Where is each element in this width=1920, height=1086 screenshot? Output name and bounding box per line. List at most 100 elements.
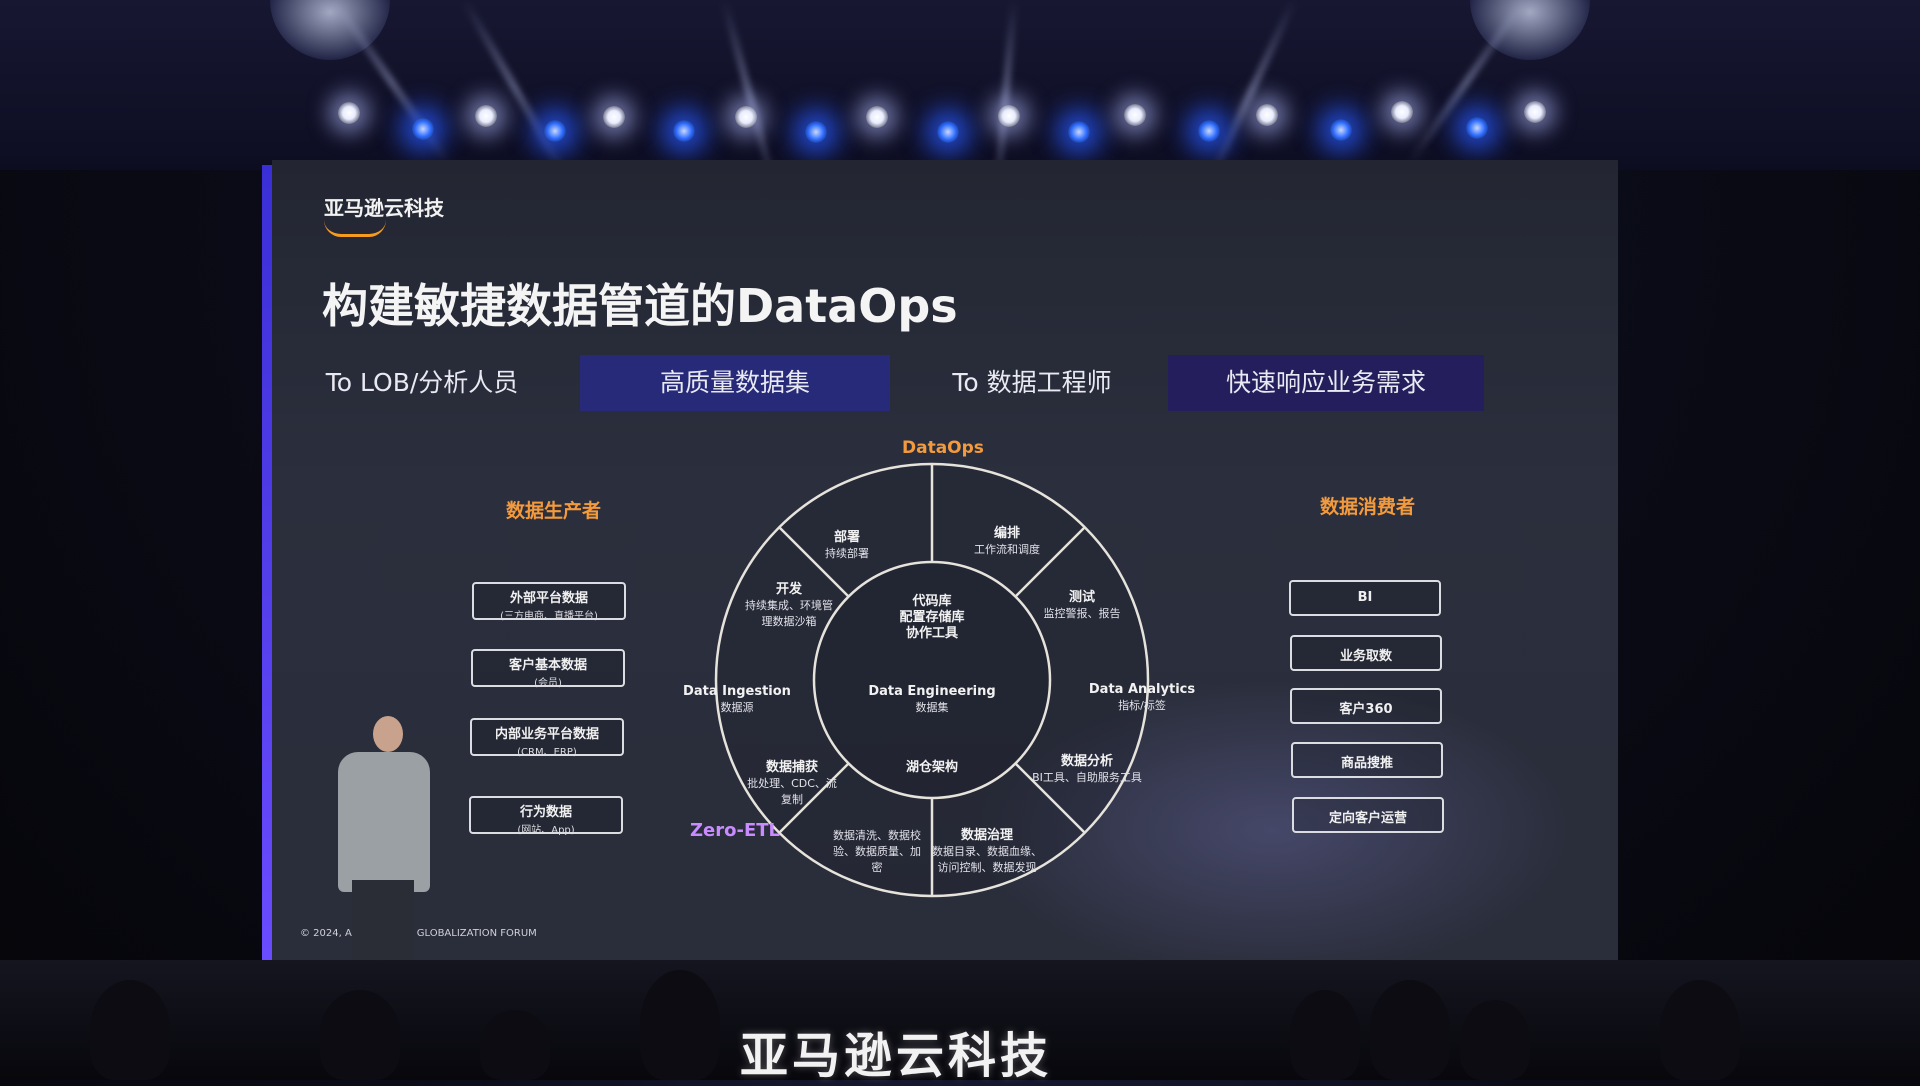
dataops-label: DataOps <box>902 438 984 458</box>
segment-title: Data Ingestion <box>683 684 791 699</box>
speaker-head <box>373 716 403 752</box>
segment-title: 数据分析 <box>1060 754 1113 769</box>
dataops-wheel <box>714 462 1150 898</box>
segment-test: 测试 监控警报、报告 <box>1042 590 1122 622</box>
spotlight <box>412 118 434 140</box>
spotlight <box>1198 120 1220 142</box>
screen-accent-bar <box>262 165 272 965</box>
consumer-business-fetch: 业务取数 <box>1290 635 1442 671</box>
segment-analytics: Data Analytics 指标/标签 <box>1082 682 1202 714</box>
producer-label: 内部业务平台数据 <box>494 727 599 742</box>
tab-data-engineers: To 数据工程师 <box>952 368 1112 397</box>
slide-logo: 亚马逊云科技 <box>324 196 444 220</box>
zero-etl-label: Zero-ETL <box>690 820 781 841</box>
tab-lob-analysts: To LOB/分析人员 <box>325 368 519 397</box>
consumer-customer-360: 客户360 <box>1290 688 1442 724</box>
core-line: 配置存储库 <box>899 610 965 625</box>
segment-title: 数据治理 <box>960 828 1013 843</box>
consumer-label: 业务取数 <box>1339 649 1392 664</box>
producer-label: 行为数据 <box>519 805 572 820</box>
core-title: Data Engineering <box>868 684 996 699</box>
segment-title: 编排 <box>993 526 1020 541</box>
spoke <box>779 762 850 833</box>
spotlight <box>1330 119 1352 141</box>
spotlight <box>805 121 827 143</box>
audience-member <box>1660 980 1740 1080</box>
producer-sub: (CRM、ERP) <box>517 747 577 758</box>
audience-member <box>640 970 720 1080</box>
segment-text: 数据清洗、数据校验、数据质量、加密 <box>833 829 921 874</box>
segment-capture: 数据捕获 批处理、CDC、流复制 <box>742 760 842 808</box>
spotlight <box>338 102 360 124</box>
audience-member <box>1460 1000 1530 1080</box>
audience-member <box>90 980 170 1080</box>
consumer-targeted-ops: 定向客户运营 <box>1292 797 1444 833</box>
audience-member <box>480 1010 550 1080</box>
tab-high-quality-datasets: 高质量数据集 <box>580 355 890 411</box>
producer-behavior: 行为数据 (网站、App) <box>469 796 623 836</box>
spotlight <box>475 105 497 127</box>
spotlight <box>544 120 566 142</box>
producer-sub: (网站、App) <box>517 825 575 836</box>
segment-title: 部署 <box>833 530 860 545</box>
core-top: 代码库 配置存储库 协作工具 <box>872 594 992 642</box>
core-line: 协作工具 <box>905 626 958 641</box>
spotlight <box>1256 104 1278 126</box>
segment-deploy: 部署 持续部署 <box>802 530 892 562</box>
spotlight <box>998 105 1020 127</box>
spotlight <box>603 106 625 128</box>
segment-title: Data Analytics <box>1088 682 1196 697</box>
segment-sub: 数据源 <box>720 701 754 714</box>
producers-title: 数据生产者 <box>506 500 602 522</box>
consumers-title: 数据消费者 <box>1320 496 1416 518</box>
spotlight <box>735 106 757 128</box>
segment-title: 开发 <box>775 582 802 597</box>
spotlight <box>673 120 695 142</box>
audience-member <box>1370 980 1450 1080</box>
segment-sub: 指标/标签 <box>1118 699 1166 712</box>
core-sub: 数据集 <box>915 701 949 714</box>
producer-label: 客户基本数据 <box>508 658 587 673</box>
slide-copyright: © 2024, A B SERVICES GLOBALIZATION FORUM <box>300 928 537 939</box>
producer-internal-business: 内部业务平台数据 (CRM、ERP) <box>470 718 624 758</box>
slide-title: 构建敏捷数据管道的DataOps <box>322 279 958 333</box>
producer-external-platform: 外部平台数据 (三方电商、直播平台) <box>472 582 626 622</box>
spoke <box>1014 527 1085 598</box>
consumer-bi: BI <box>1289 580 1441 616</box>
spotlight <box>937 121 959 143</box>
core-center: Data Engineering 数据集 <box>852 684 1012 716</box>
segment-title: 测试 <box>1068 590 1095 605</box>
producer-customer-basic: 客户基本数据 (会员) <box>471 649 625 689</box>
consumer-label: 定向客户运营 <box>1328 811 1407 826</box>
segment-sub: 监控警报、报告 <box>1043 607 1121 620</box>
core-bottom: 湖仓架构 <box>905 760 958 775</box>
presentation-slide: 亚马逊云科技 构建敏捷数据管道的DataOps To LOB/分析人员 高质量数… <box>272 160 1618 960</box>
stage-banner: 亚马逊云科技 <box>740 1028 1053 1084</box>
producer-sub: (三方电商、直播平台) <box>500 611 598 622</box>
segment-title: 数据捕获 <box>765 760 818 775</box>
spotlight <box>1466 117 1488 139</box>
spotlight <box>1524 101 1546 123</box>
segment-cleanse: 数据清洗、数据校验、数据质量、加密 <box>832 828 922 876</box>
logo-smile-icon <box>324 220 386 237</box>
segment-develop: 开发 持续集成、环境管理数据沙箱 <box>744 582 834 630</box>
segment-sub: 批处理、CDC、流复制 <box>747 777 837 806</box>
segment-sub: 数据目录、数据血缘、访问控制、数据发现 <box>932 845 1042 874</box>
spoke <box>1014 762 1085 833</box>
audience-member <box>1290 990 1360 1080</box>
spoke <box>779 527 850 598</box>
speaker-body <box>338 752 430 892</box>
segment-sub: BI工具、自助服务工具 <box>1032 771 1142 784</box>
spotlight <box>866 106 888 128</box>
segment-ingestion: Data Ingestion 数据源 <box>682 684 792 716</box>
audience-member <box>320 990 400 1080</box>
producer-label: 外部平台数据 <box>509 591 588 606</box>
spotlight <box>1068 121 1090 143</box>
consumer-product-search: 商品搜推 <box>1291 742 1443 778</box>
segment-sub: 工作流和调度 <box>974 543 1040 556</box>
consumer-label: BI <box>1357 590 1373 605</box>
spotlight <box>1124 104 1146 126</box>
segment-governance: 数据治理 数据目录、数据血缘、访问控制、数据发现 <box>932 828 1042 876</box>
spotlight <box>1391 101 1413 123</box>
segment-sub: 持续部署 <box>825 547 869 560</box>
